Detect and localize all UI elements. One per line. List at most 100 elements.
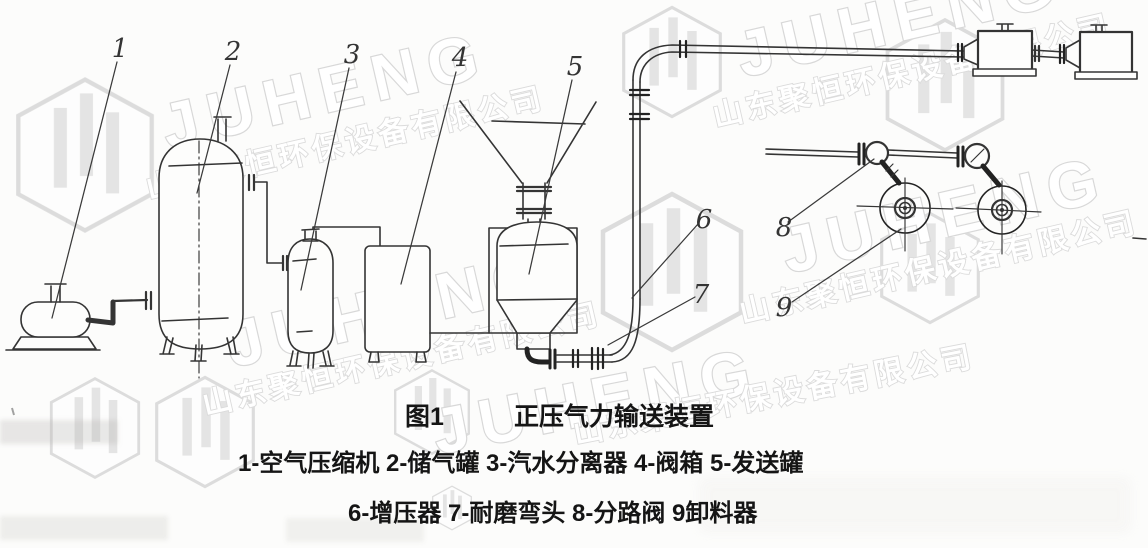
part-number-5: 5	[567, 52, 584, 82]
pipe-coupling-flange	[590, 346, 605, 371]
pipe-top-outer	[632, 44, 964, 81]
tank-to-separator-pipe	[254, 181, 283, 264]
branch-valve-unloader-group	[765, 140, 1147, 255]
leader-line-2	[196, 64, 231, 194]
steam-water-separator	[286, 226, 381, 369]
unloader-2	[955, 180, 1042, 255]
receiver-bins	[956, 23, 1138, 80]
schematic	[5, 23, 1147, 379]
paper-shading	[700, 478, 1130, 532]
pipe-coupling-flange	[571, 348, 580, 369]
part-number-6: 6	[696, 205, 713, 235]
storage-tank-legs	[159, 336, 240, 362]
part-number-7: 7	[693, 280, 710, 310]
stray-dash-mark	[1132, 237, 1147, 240]
gas-storage-tank	[158, 116, 256, 379]
paper-speck	[11, 407, 15, 416]
booster-coupling	[628, 112, 651, 121]
leader-line-8	[787, 158, 875, 223]
separator-shell	[287, 238, 334, 354]
bin2-vent-stub	[1090, 24, 1108, 33]
unloader-1	[856, 177, 954, 252]
part-number-8: 8	[776, 213, 793, 243]
leader-lines	[51, 61, 902, 346]
leader-line-4	[400, 71, 457, 285]
part-number-4: 4	[451, 43, 469, 73]
unloader-2-centerlines	[955, 180, 1042, 255]
sending-tank-weld-lines	[496, 243, 578, 301]
riser-bend-outer	[609, 298, 634, 356]
part-number-1: 1	[112, 34, 129, 64]
separator-top-cap	[301, 228, 320, 242]
outlet-elbow	[524, 346, 551, 365]
part-number-2: 2	[224, 37, 242, 67]
watermark-hex-logo	[18, 80, 151, 231]
legend-line-2: 6-增压器 7-耐磨弯头 8-分路阀 9卸料器	[348, 499, 758, 527]
branch-pipe-2	[887, 149, 958, 159]
inlet-funnel	[459, 100, 597, 184]
sending-tank-outlet	[516, 332, 551, 350]
branch-valve-2-flange	[956, 145, 965, 168]
figure-caption: 图1 正压气力输送装置 1-空气压缩机 2-储气罐 3-汽水分离器 4-阀箱 5…	[238, 402, 803, 527]
compressor-body	[20, 301, 91, 338]
compressor-stand	[12, 336, 97, 350]
leader-line-1	[51, 61, 118, 319]
conveying-pipeline	[609, 39, 964, 363]
compressor-stub	[44, 283, 67, 303]
storage-tank-weld-lines	[161, 162, 243, 322]
leader-line-5	[528, 79, 573, 275]
branch-pipe	[765, 148, 859, 158]
pipe-flange	[1033, 44, 1041, 63]
bin2-inlet-flange	[1058, 43, 1066, 65]
part-number-3: 3	[344, 40, 361, 70]
leader-line-9	[791, 228, 902, 303]
receiver-bin-2	[1078, 30, 1134, 77]
valve-box-feet	[368, 351, 427, 363]
compressor-to-tank-pipe	[111, 298, 149, 303]
valve1-stem	[879, 159, 902, 186]
valve2-stem	[980, 163, 1002, 188]
bin2-base	[1074, 71, 1138, 80]
part-numbers: 1 2 3 4 5 6 7 8 9	[112, 34, 793, 323]
gauge-needle	[970, 148, 985, 163]
valve-box-body	[364, 245, 431, 353]
leader-line-7	[607, 296, 696, 346]
separator-to-valvebox-pipe	[312, 226, 381, 247]
separator-inlet-flange	[281, 254, 289, 272]
watermark-hex-logo	[603, 194, 741, 350]
separator-legs	[286, 350, 335, 369]
part-number-9: 9	[776, 293, 793, 323]
sending-tank-shell	[496, 221, 578, 334]
branch-valve-1-flange	[857, 142, 866, 166]
elbow-flange	[548, 348, 557, 370]
leader-line-3	[300, 67, 350, 291]
overhead-pipe-flange	[678, 39, 688, 59]
leader-line-6	[631, 223, 699, 299]
booster-coupling	[628, 88, 651, 97]
riser-bend-inner	[611, 298, 641, 363]
separator-weld-marks	[292, 258, 317, 333]
figure-number: 图1	[405, 403, 444, 431]
compressor-discharge-pipe	[85, 299, 116, 326]
pipe-flange	[144, 290, 153, 311]
storage-tank-outlet-flange	[247, 173, 256, 192]
figure-title: 正压气力输送装置	[514, 402, 714, 431]
air-compressor	[5, 283, 153, 351]
valve-box	[364, 245, 490, 363]
bin1-inlet-flange	[956, 42, 964, 63]
branch-valve-1	[864, 140, 890, 166]
legend-line-1: 1-空气压缩机 2-储气罐 3-汽水分离器 4-阀箱 5-发送罐	[238, 449, 803, 477]
funnel-neck-flanges	[515, 185, 553, 215]
wear-elbow-assembly	[524, 346, 613, 371]
receiver-bin-1	[976, 29, 1034, 74]
pipe-top-inner	[639, 51, 964, 83]
page-bleed-smudges	[0, 420, 424, 542]
storage-tank-shell	[158, 138, 244, 350]
sending-tank	[459, 100, 597, 350]
bin1-vent-stub	[996, 23, 1014, 32]
bin1-to-bin2-pipe	[1031, 49, 1065, 59]
unloader-1-centerlines	[856, 177, 954, 252]
valve1-stem-hatch	[885, 163, 899, 178]
